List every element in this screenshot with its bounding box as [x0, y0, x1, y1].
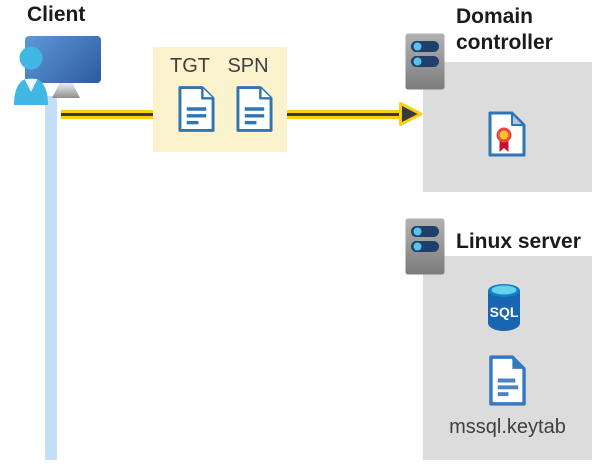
ticket-box: TGT SPN — [153, 47, 287, 152]
domain-controller-label: Domain controller — [456, 5, 553, 54]
tgt-document-icon — [178, 86, 215, 132]
client-connection-line — [45, 96, 57, 460]
spn-document-icon — [236, 86, 273, 132]
linux-server-icon — [405, 218, 445, 275]
keytab-document-icon — [489, 355, 526, 406]
keytab-label: mssql.keytab — [449, 416, 566, 438]
arrowhead-icon — [399, 102, 423, 126]
client-person-icon — [14, 46, 48, 105]
sql-database-icon: SQL — [488, 284, 520, 331]
client-label: Client — [27, 3, 86, 26]
linux-server-label: Linux server — [456, 230, 581, 253]
spn-label: SPN — [227, 55, 269, 77]
certificate-icon — [488, 111, 526, 157]
sql-label: SQL — [490, 304, 519, 320]
domain-controller-server-icon — [405, 33, 445, 90]
monitor-stand-icon — [52, 82, 80, 98]
tgt-label: TGT — [170, 55, 210, 77]
